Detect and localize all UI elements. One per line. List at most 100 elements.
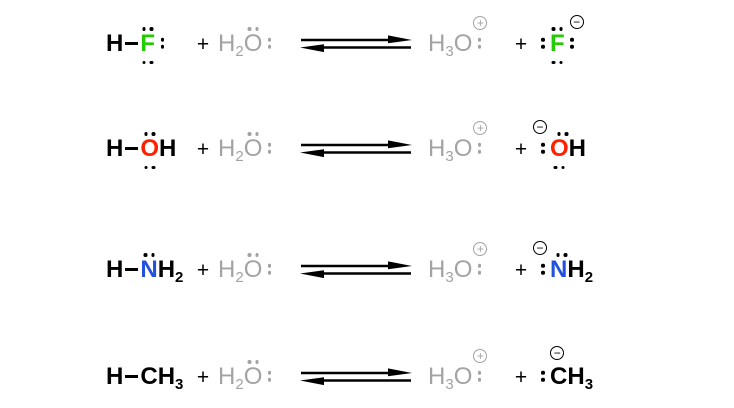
water-molecule: H2O (218, 132, 292, 164)
subscript: 3 (584, 376, 594, 393)
lone-pair-icon (247, 253, 259, 257)
hydrogen-label: H (428, 30, 446, 57)
subscript: 2 (235, 148, 244, 165)
oxygen-label: O (453, 363, 473, 390)
hydrogen-label: H (218, 363, 236, 390)
lone-pair-icon (553, 165, 565, 169)
lone-pair-icon (247, 27, 259, 31)
plus-sign: + (196, 365, 210, 389)
conjugate-base-fluoride: F− (536, 15, 584, 64)
water-molecule: H2O (218, 27, 292, 59)
hydrogen-label: H (106, 135, 124, 162)
subscript: 3 (445, 148, 454, 165)
conjugate-base-amide: N− H2 (533, 241, 593, 285)
lone-pair-icon (557, 132, 569, 136)
subscript: 3 (445, 376, 454, 393)
negative-charge-icon: − (533, 241, 547, 255)
lone-pair-icon (160, 37, 165, 49)
lone-pair-icon (570, 37, 574, 49)
lone-pair-icon (477, 263, 482, 275)
subscript: 2 (235, 43, 244, 60)
positive-charge-icon: + (473, 121, 488, 135)
central-atom-c: C (550, 363, 568, 390)
negative-charge-icon: − (569, 15, 584, 29)
lone-pair-icon (267, 370, 272, 382)
lone-pair-icon (144, 132, 156, 136)
lone-pair-icon (541, 37, 545, 49)
subscript: 2 (175, 269, 184, 286)
positive-charge-icon: + (473, 242, 488, 256)
central-atom-c: C (140, 363, 158, 390)
water-molecule: H2O (218, 360, 292, 392)
positive-charge-icon: + (473, 16, 488, 30)
central-atom-o: O (140, 135, 160, 162)
negative-charge-icon: − (533, 120, 547, 134)
hydronium-ion: H3O+ (420, 16, 506, 59)
hydrogen-label: H (157, 256, 176, 283)
subscript: 2 (584, 269, 594, 286)
lone-pair-icon (142, 60, 154, 64)
central-atom-f: F (140, 30, 156, 57)
single-bond (125, 147, 139, 150)
lone-pair-icon (247, 132, 259, 136)
subscript: 3 (175, 376, 184, 393)
hydrogen-label: H (106, 30, 124, 57)
oxygen-label: O (453, 30, 473, 57)
hydrogen-label: H (106, 363, 124, 390)
oxygen-label: O (243, 135, 263, 162)
single-bond (125, 375, 139, 378)
lone-pair-icon (477, 370, 482, 382)
oxygen-label: O (453, 256, 473, 283)
hydrogen-label: H (428, 135, 446, 162)
single-bond (125, 42, 139, 45)
hydrogen-label: H (157, 363, 176, 390)
hydrogen-label: H (218, 135, 236, 162)
lone-pair-icon (477, 37, 482, 49)
positive-charge-icon: + (473, 349, 488, 363)
oxygen-label: O (243, 30, 263, 57)
central-atom-o: O (550, 135, 569, 162)
lone-pair-icon (551, 60, 563, 64)
lone-pair-icon (556, 253, 568, 257)
oxygen-label: O (243, 363, 263, 390)
equilibrium-arrow (292, 140, 420, 158)
central-atom-f: F (550, 30, 565, 57)
lone-pair-icon (247, 360, 259, 364)
subscript: 2 (235, 269, 244, 286)
plus-sign: + (514, 258, 528, 282)
subscript: 3 (445, 43, 454, 60)
lone-pair-icon (143, 253, 155, 257)
central-atom-n: N (140, 256, 158, 283)
lone-pair-icon (541, 370, 545, 382)
lone-pair-icon (267, 37, 272, 49)
hydronium-ion: H3O+ (420, 121, 506, 164)
plus-sign: + (196, 32, 210, 56)
hydronium-ion: H3O+ (420, 242, 506, 285)
hydrogen-label: H (159, 135, 177, 162)
hydrogen-label: H (568, 135, 587, 162)
plus-sign: + (196, 137, 210, 161)
central-atom-n: N (550, 256, 568, 283)
oxygen-label: O (243, 256, 263, 283)
lone-pair-icon (267, 142, 272, 154)
oxygen-label: O (453, 135, 473, 162)
plus-sign: + (514, 365, 528, 389)
lone-pair-icon (477, 142, 482, 154)
hydrogen-label: H (567, 256, 585, 283)
single-bond (125, 268, 139, 271)
equilibrium-arrow (292, 35, 420, 53)
equilibrium-arrow (292, 261, 420, 279)
hydrogen-label: H (428, 363, 446, 390)
lone-pair-icon (551, 27, 563, 31)
plus-sign: + (514, 32, 528, 56)
plus-sign: + (514, 137, 528, 161)
